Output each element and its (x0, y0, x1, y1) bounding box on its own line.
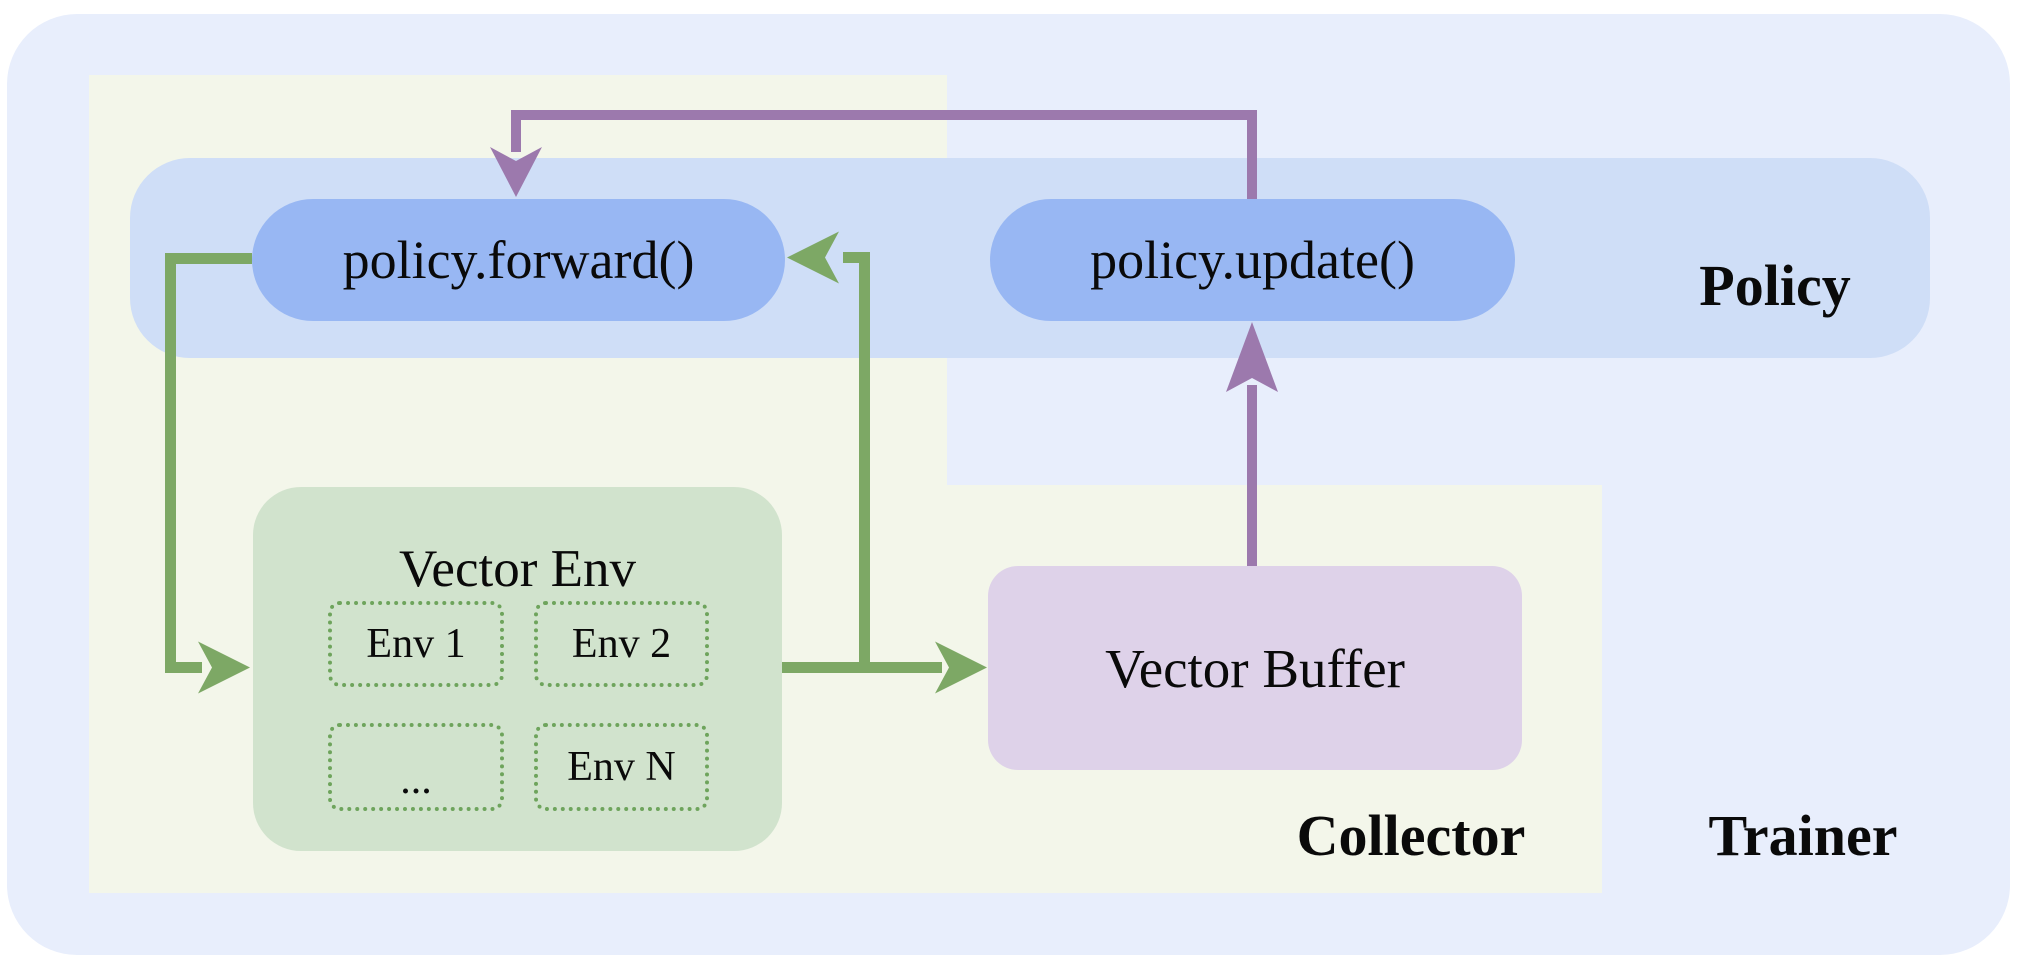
policy-update-label: policy.update() (1090, 230, 1415, 290)
env-item-ellipsis-label: ... (400, 756, 432, 803)
policy-update-node: policy.update() (990, 199, 1515, 321)
env-item-1-label: Env 1 (366, 621, 466, 667)
env-item-1: Env 1 (328, 601, 504, 687)
env-item-ellipsis: ... (328, 723, 504, 811)
collector-region-label: Collector (1296, 803, 1526, 868)
env-item-2: Env 2 (534, 601, 709, 687)
vector-env-title: Vector Env (399, 540, 636, 598)
policy-region-label: Policy (1699, 253, 1851, 318)
env-item-n-label: Env N (567, 744, 676, 790)
env-item-2-label: Env 2 (571, 621, 672, 667)
vector-buffer-label: Vector Buffer (1105, 637, 1405, 699)
vector-buffer-node: Vector Buffer (988, 566, 1522, 770)
trainer-region-label: Trainer (1708, 803, 1898, 868)
vector-env-node: Vector Env Env 1 Env 2 ... Env N (253, 487, 782, 851)
policy-forward-node: policy.forward() (252, 199, 785, 321)
env-item-n: Env N (534, 723, 709, 811)
policy-forward-label: policy.forward() (342, 230, 695, 290)
